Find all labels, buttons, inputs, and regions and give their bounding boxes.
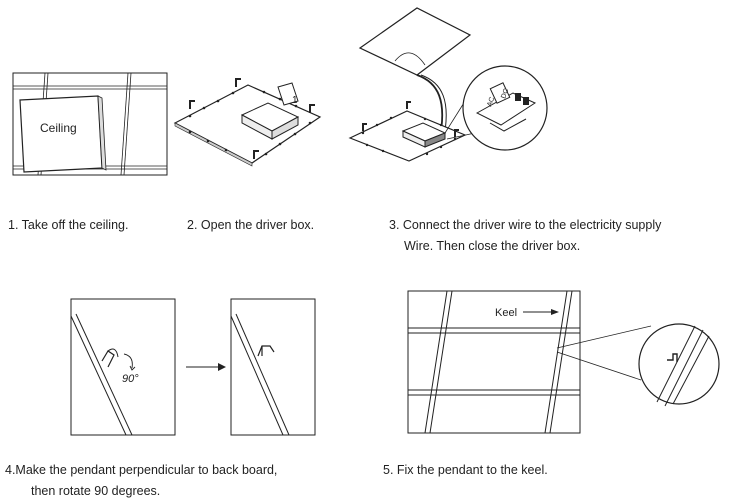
- step3-caption: 3. Connect the driver wire to the electr…: [389, 215, 661, 257]
- step1-caption: 1. Take off the ceiling.: [8, 215, 128, 236]
- step4-caption-line2: then rotate 90 degrees.: [31, 484, 161, 498]
- step2-figure: 1: [170, 75, 330, 170]
- step3-figure: AC DC: [345, 3, 550, 163]
- step5-caption-line1: 5. Fix the pendant to the keel.: [383, 463, 548, 477]
- step3-caption-line1: 3. Connect the driver wire to the electr…: [389, 218, 662, 232]
- step2-caption-line1: 2. Open the driver box.: [187, 218, 315, 232]
- ceiling-label: Ceiling: [40, 121, 77, 135]
- dc-label: DC: [500, 88, 510, 100]
- keel-label: Keel: [495, 307, 517, 319]
- step3-caption-line2: Wire. Then close the driver box.: [404, 239, 581, 253]
- step1-caption-line1: 1. Take off the ceiling.: [8, 218, 129, 232]
- rotation-90-label: 90°: [122, 373, 139, 385]
- step5-figure: Keel: [405, 288, 723, 436]
- step5-caption: 5. Fix the pendant to the keel.: [383, 460, 548, 481]
- step1-figure: Ceiling: [10, 70, 170, 180]
- step4-caption: 4.Make the pendant perpendicular to back…: [5, 460, 277, 502]
- step4-figure: 90°: [68, 296, 318, 438]
- step4-caption-line1: 4.Make the pendant perpendicular to back…: [5, 463, 278, 477]
- step2-number-label: 1: [292, 95, 298, 106]
- ac-label: AC: [486, 96, 496, 108]
- step2-caption: 2. Open the driver box.: [187, 215, 314, 236]
